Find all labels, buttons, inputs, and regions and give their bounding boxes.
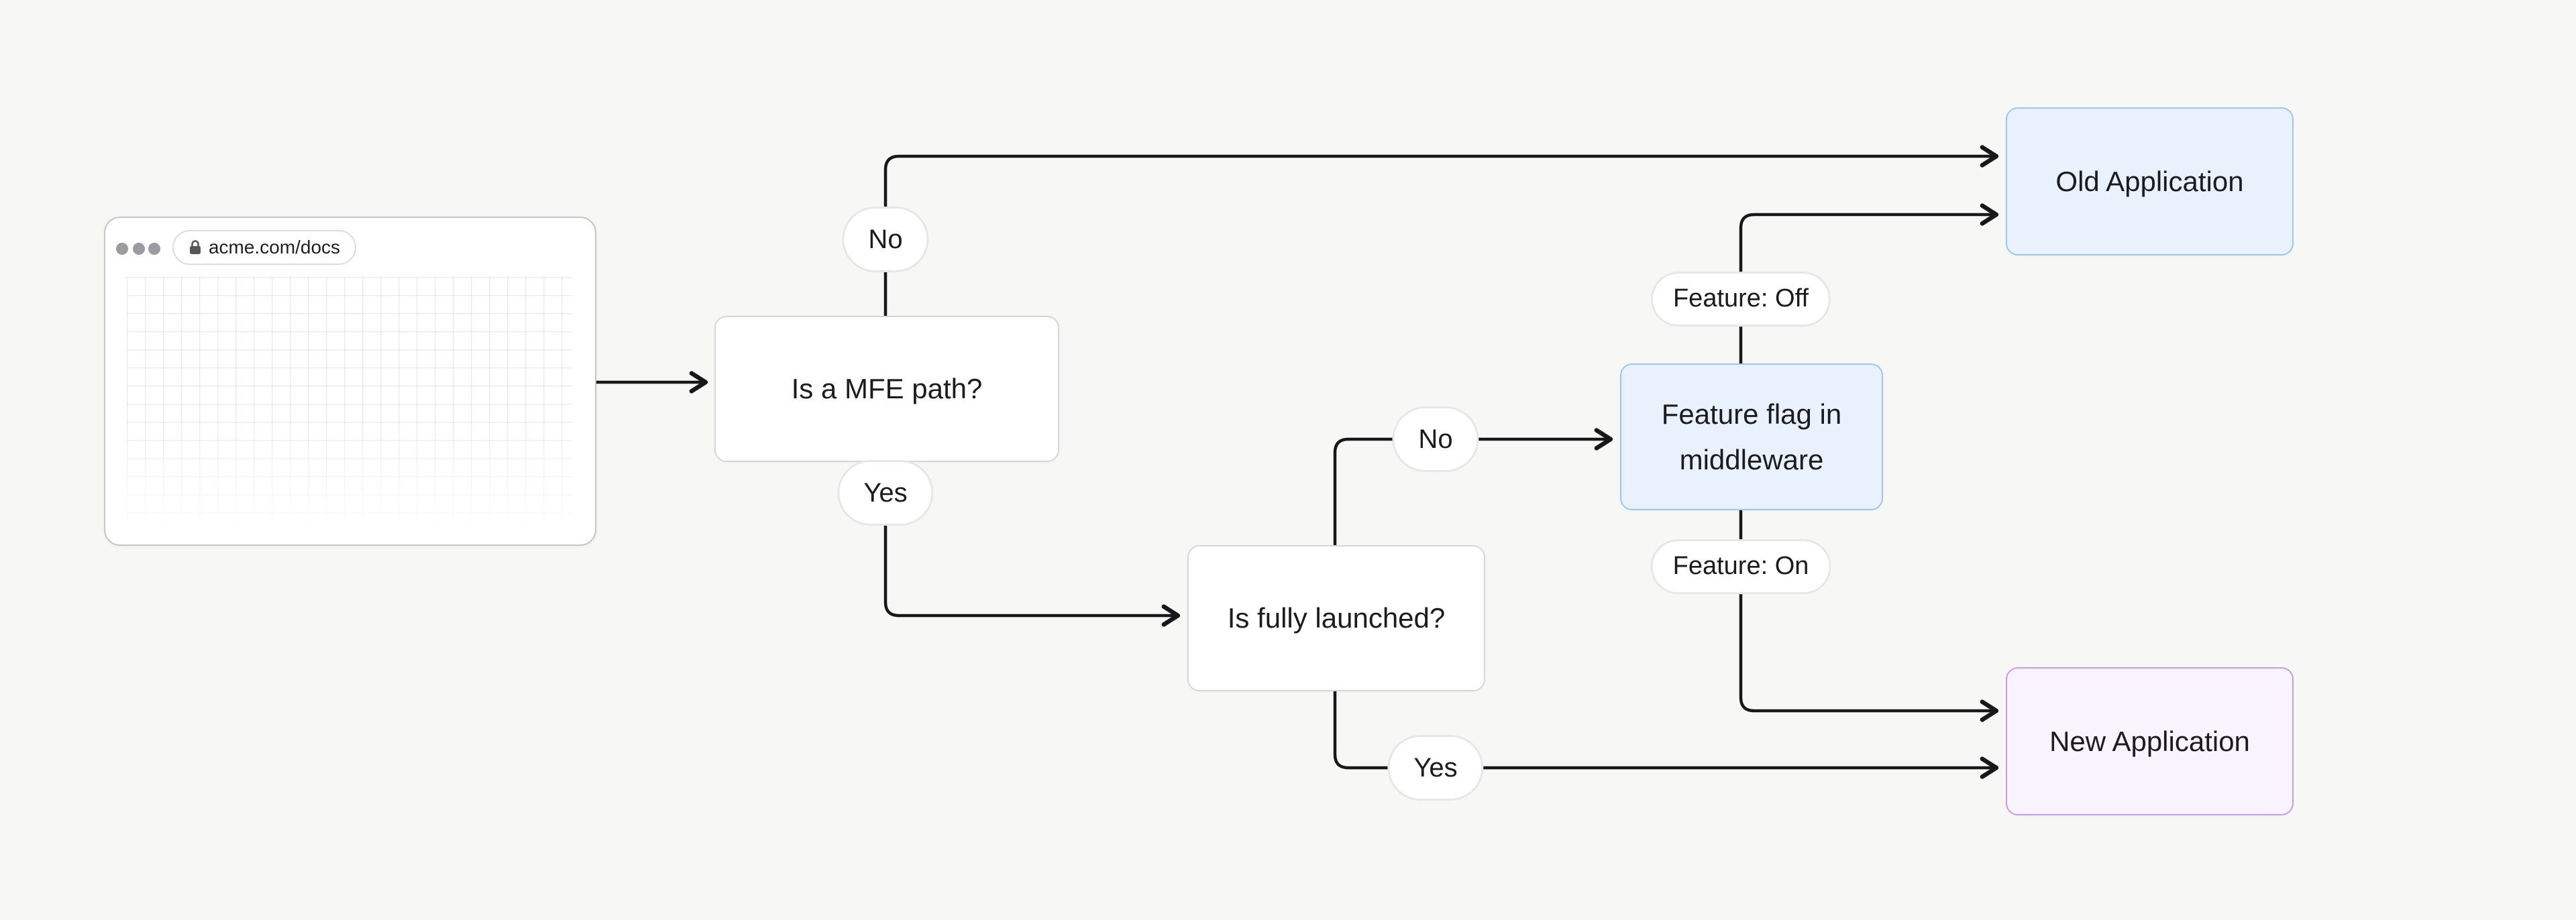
edge-launched-yes-to-new xyxy=(1333,687,1999,779)
url-bar: acme.com/docs xyxy=(172,230,356,265)
lock-icon xyxy=(189,239,202,255)
node-feature-flag-middleware: Feature flag in middleware xyxy=(1620,363,1883,510)
edge-flag-on-to-new xyxy=(1739,506,1999,722)
edge-mfe-no-to-old xyxy=(883,145,1999,318)
node-is-fully-launched: Is fully launched? xyxy=(1187,545,1485,691)
node-label: Is a MFE path? xyxy=(791,373,983,405)
node-label: Feature flag in middleware xyxy=(1661,398,1842,475)
edge-mfe-yes-to-launched xyxy=(883,457,1181,627)
edge-label-feature-off: Feature: Off xyxy=(1650,272,1831,327)
traffic-light-dot xyxy=(133,243,145,255)
edge-label-yes: Yes xyxy=(1387,735,1484,801)
page-grid-placeholder xyxy=(127,277,572,533)
node-label: Old Application xyxy=(2055,165,2244,197)
edge-label-no: No xyxy=(842,207,929,272)
node-label: Is fully launched? xyxy=(1227,602,1446,634)
browser-window: acme.com/docs xyxy=(104,217,596,546)
edge-label-feature-on: Feature: On xyxy=(1650,539,1831,594)
edge-flag-off-to-old xyxy=(1739,203,1999,365)
node-is-mfe-path: Is a MFE path? xyxy=(714,316,1059,462)
node-label: New Application xyxy=(2049,725,2250,757)
edge-launched-no-to-flag xyxy=(1333,428,1613,547)
node-old-application: Old Application xyxy=(2006,107,2294,255)
node-new-application: New Application xyxy=(2006,667,2294,815)
edge-label-no: No xyxy=(1392,406,1479,472)
traffic-light-dot xyxy=(148,243,160,255)
edge-label-yes: Yes xyxy=(837,460,934,526)
url-text: acme.com/docs xyxy=(208,237,341,257)
traffic-light-dot xyxy=(116,243,128,255)
